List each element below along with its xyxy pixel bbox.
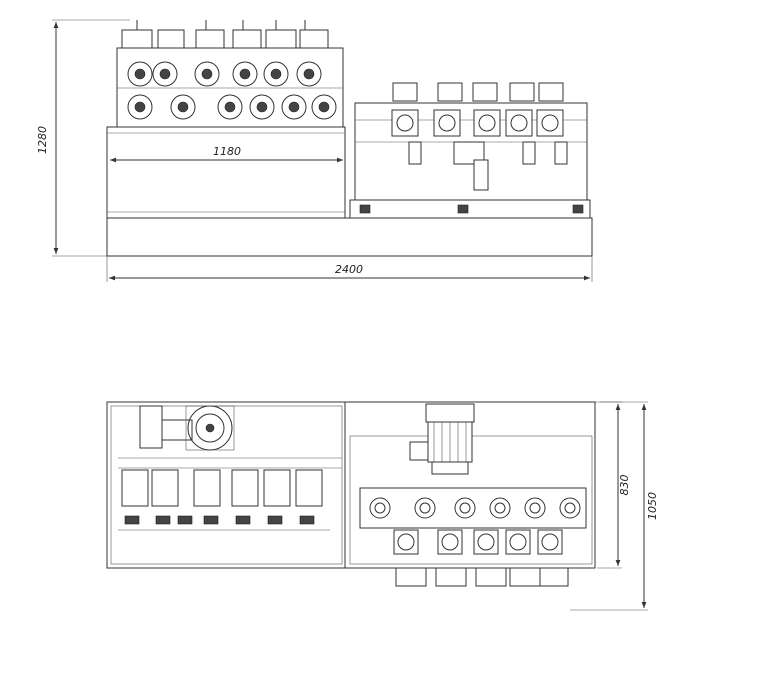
right-base	[349, 199, 591, 219]
right-roll-row	[369, 497, 581, 519]
drive-motor	[409, 403, 475, 475]
right-hangers	[408, 141, 568, 191]
left-roll-stations	[118, 457, 342, 531]
dim-height-830: 830	[618, 475, 631, 496]
base-frame	[106, 217, 593, 257]
dim-width-1180: 1180	[213, 145, 241, 158]
lower-rolls	[127, 94, 337, 120]
front-view: 1280 1180 2400	[36, 19, 593, 282]
left-cabinet	[106, 126, 346, 219]
right-gearboxes	[392, 82, 564, 102]
dim-height-1050: 1050	[646, 492, 659, 520]
right-frame	[354, 102, 588, 201]
leveling-feet	[359, 204, 584, 214]
left-roll-stand	[116, 47, 344, 128]
dim-width-2400: 2400	[335, 263, 363, 276]
right-roll-heads	[391, 109, 564, 137]
top-gearboxes	[121, 20, 329, 49]
top-view: 830 1050	[106, 401, 659, 611]
dim-height-1280: 1280	[36, 126, 49, 154]
right-lower-units	[393, 529, 569, 587]
upper-rolls	[127, 61, 322, 87]
top-outline	[106, 401, 596, 569]
